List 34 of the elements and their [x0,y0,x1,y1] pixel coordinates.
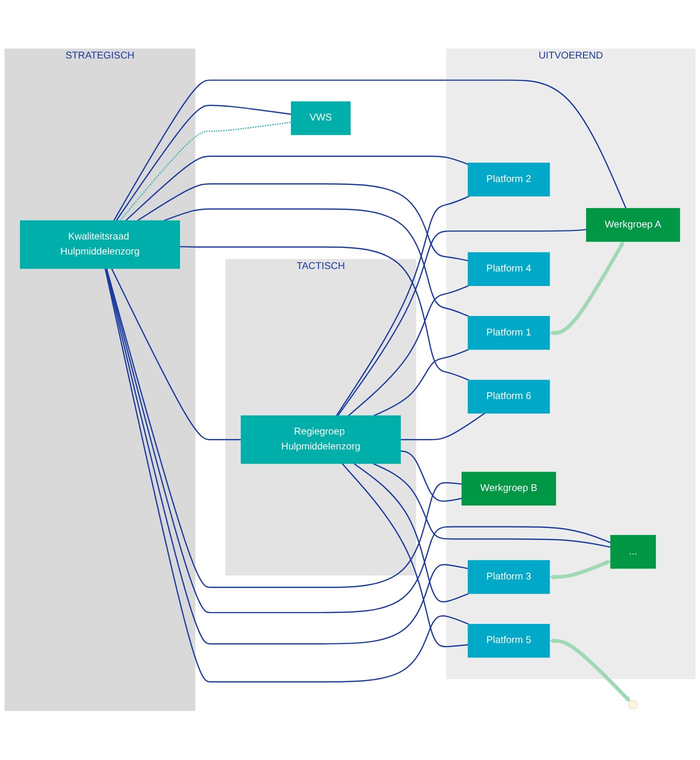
node-box: Platform 4 [468,252,550,286]
connector-line [116,104,292,222]
node-box: Platform 2 [468,162,550,197]
connector-line [372,463,611,548]
connector-line [180,246,469,381]
connector-line [113,80,627,222]
connector-line [400,450,462,502]
connector-line [550,560,611,580]
connector-line [342,463,468,648]
connector-line [137,183,468,262]
connector-line [374,349,469,416]
connector-line [120,122,292,222]
connector-line [164,208,469,318]
connector-line [337,229,586,416]
connector-line [550,241,624,336]
node-box: VWS [290,102,351,136]
node-box: ... [610,535,656,569]
connector-line [400,412,486,440]
connector-line [111,268,242,440]
node-box: Kwaliteitsraad Hulpmiddelenzorg [20,220,180,269]
node-box: Regiegroep Hulpmiddelenzorg [240,416,401,464]
connector-line [348,285,469,416]
node-box: Platform 6 [468,380,550,414]
connector-line [125,156,468,222]
node-box: Platform 5 [468,624,550,658]
connector-line [354,463,469,603]
connector-line [106,268,462,588]
connector-line [550,638,630,702]
connector-line [106,268,611,614]
node-box: Platform 3 [468,560,550,594]
node-box: Werkgroep A [586,208,680,242]
connector-line [336,196,470,416]
node-box: Platform 1 [468,316,550,350]
node-box: Werkgroep B [462,472,556,506]
